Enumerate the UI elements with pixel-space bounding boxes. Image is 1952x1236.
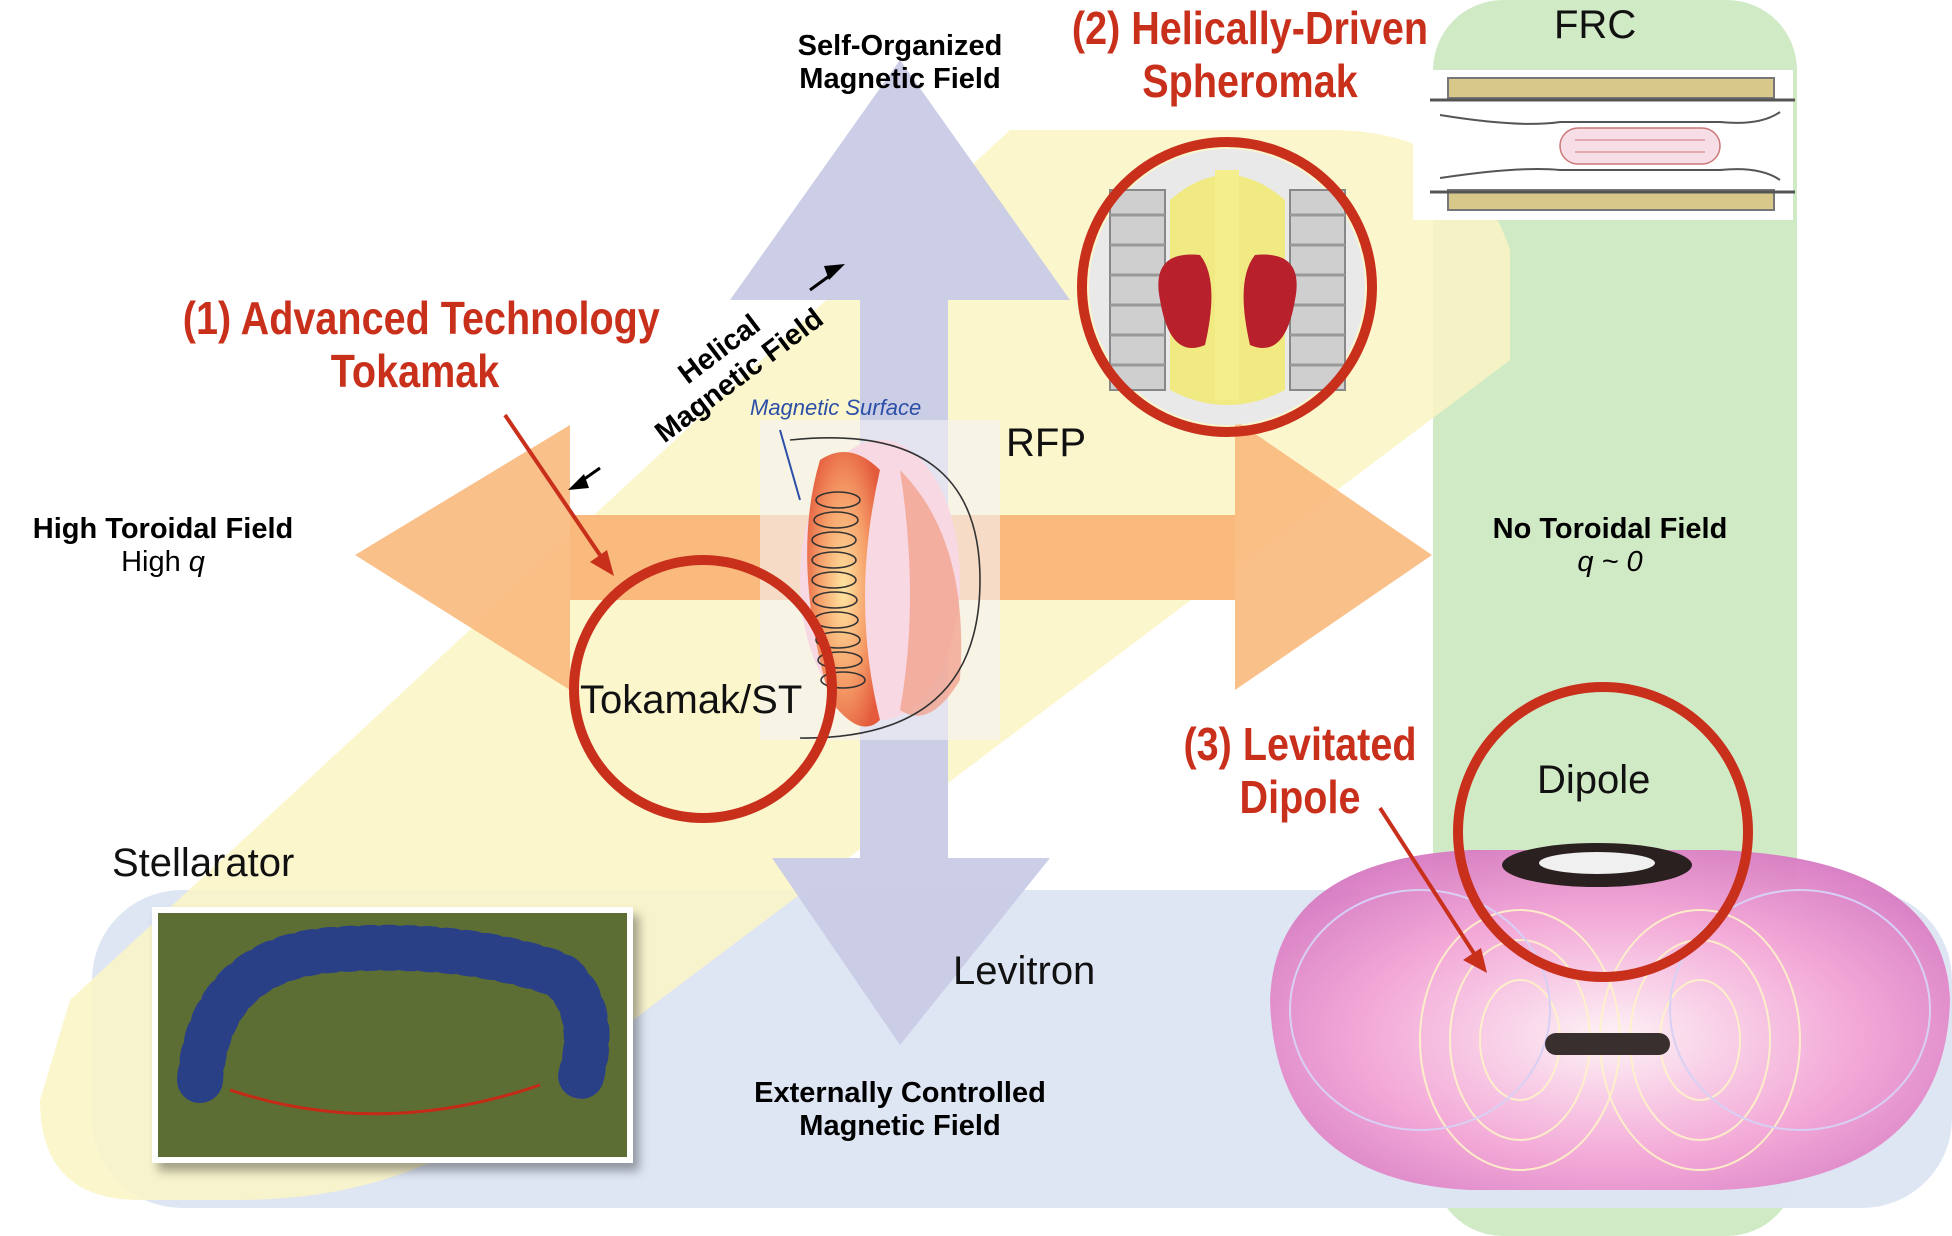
axis-label-top-line2: Magnetic Field	[799, 63, 1001, 96]
axis-label-left-bold: High Toroidal Field	[32, 513, 294, 545]
highlight-circle-spheromak	[1077, 137, 1377, 437]
concept-label-stellarator: Stellarator	[112, 841, 295, 885]
stellarator-illustration	[152, 907, 633, 1163]
axis-label-left-sub-var: q	[188, 546, 205, 579]
highlight-circle-tokamak	[569, 555, 837, 823]
axis-label-bottom: Externally Controlled Magnetic Field	[690, 1077, 1110, 1144]
highlight-title-spheromak: (2) Helically-Driven Spheromak	[1069, 2, 1430, 108]
concept-label-dipole: Dipole	[1537, 758, 1651, 802]
axis-label-left-sub: High q	[8, 546, 318, 579]
highlight-circle-dipole	[1453, 682, 1753, 982]
concept-label-levitron: Levitron	[953, 949, 1096, 993]
helical-axis-arrows	[568, 264, 845, 490]
highlight-title-spheromak-line1: (2) Helically-Driven	[1071, 2, 1429, 54]
highlight-title-spheromak-line2: Spheromak	[1142, 54, 1358, 107]
axis-label-top-line1: Self-Organized	[797, 30, 1003, 62]
axis-label-right-bold: No Toroidal Field	[1492, 513, 1728, 545]
highlight-title-dipole-line2: Dipole	[1239, 770, 1361, 823]
highlight-title-advanced-tokamak: (1) Advanced Technology Tokamak	[182, 292, 660, 398]
axis-label-left-sub-text: High	[121, 546, 181, 579]
concept-label-rfp: RFP	[1006, 421, 1086, 465]
axis-label-bottom-line1: Externally Controlled	[754, 1077, 1046, 1109]
right-orange-arrow	[570, 420, 1432, 690]
spheromak-illustration	[1089, 149, 1365, 425]
concept-label-tokamak: Tokamak/ST	[580, 678, 803, 722]
frc-device-illustration	[1413, 70, 1795, 220]
magnetic-surface-label: Magnetic Surface	[750, 395, 922, 420]
highlight-title-advanced-tokamak-line1: (1) Advanced Technology	[182, 292, 660, 344]
dipole-illustration	[1270, 843, 1950, 1190]
pointer-arrow-dipole	[1378, 806, 1487, 973]
axis-label-right-sub: q ~ 0	[1577, 546, 1643, 579]
axis-label-left: High Toroidal Field High q	[8, 513, 318, 580]
pointer-arrow-tokamak	[503, 413, 614, 576]
highlight-title-advanced-tokamak-line2: Tokamak	[330, 344, 500, 397]
concept-label-frc: FRC	[1554, 3, 1637, 47]
axis-label-bottom-line2: Magnetic Field	[799, 1110, 1001, 1143]
highlight-title-dipole-line1: (3) Levitated	[1183, 718, 1417, 770]
axis-label-right: No Toroidal Field q ~ 0	[1460, 513, 1760, 580]
axis-label-top: Self-Organized Magnetic Field	[740, 30, 1060, 97]
highlight-title-dipole: (3) Levitated Dipole	[1171, 718, 1429, 824]
